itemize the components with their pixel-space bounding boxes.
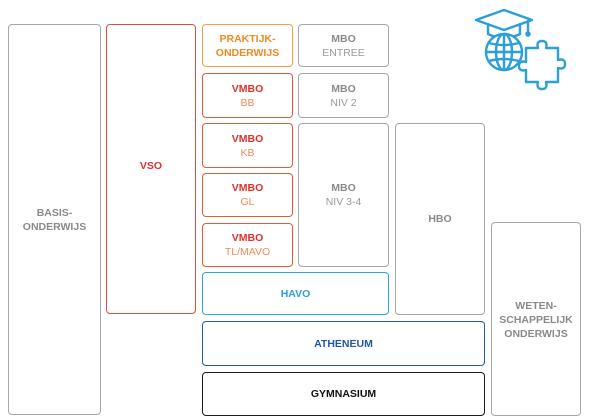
box-sublabel: NIV 3-4 (325, 196, 362, 208)
box-label: SCHAPPELIJK (499, 314, 573, 326)
box-label: MBO (331, 82, 356, 95)
box-atheneum: ATHENEUM (202, 321, 485, 366)
box-sublabel: ENTREE (322, 46, 365, 59)
box-havo: HAVO (202, 272, 389, 315)
box-label: PRAKTIJK- (219, 32, 276, 45)
box-sublabel: NIV 2 (330, 96, 357, 109)
box-vmbo-kb: VMBO KB (202, 123, 293, 168)
box-vso: VSO (106, 24, 196, 314)
box-label: VMBO (231, 82, 264, 95)
box-label: GYMNASIUM (310, 388, 377, 400)
box-label: ONDERWIJS (215, 46, 280, 59)
box-label: ATHENEUM (314, 337, 373, 350)
box-label: ONDERWIJS (22, 220, 87, 233)
box-vmbo-tl-mavo: VMBO TL/MAVO (202, 223, 293, 267)
box-label: BASIS- (36, 206, 73, 219)
box-label: VSO (139, 160, 163, 172)
box-label: VMBO (231, 182, 264, 194)
box-label: VMBO (231, 132, 264, 145)
box-sublabel: KB (240, 146, 255, 159)
box-label: HBO (428, 213, 452, 225)
box-sublabel: TL/MAVO (224, 246, 271, 258)
box-label: HAVO (280, 287, 311, 300)
box-label: VMBO (231, 232, 264, 244)
box-mbo-niv-2: MBO NIV 2 (298, 73, 389, 118)
box-label: WETEN- (515, 300, 557, 312)
box-label: MBO (331, 32, 356, 45)
box-label: MBO (331, 182, 356, 194)
box-hbo: HBO (395, 123, 485, 315)
box-sublabel: BB (240, 96, 255, 109)
box-mbo-entree: MBO ENTREE (298, 24, 389, 67)
box-gymnasium: GYMNASIUM (202, 372, 485, 416)
box-mbo-niv-3-4: MBO NIV 3-4 (298, 123, 389, 267)
box-wetenschappelijk-onderwijs: WETEN- SCHAPPELIJK ONDERWIJS (491, 222, 581, 416)
box-praktijkonderwijs: PRAKTIJK- ONDERWIJS (202, 24, 293, 67)
box-label: ONDERWIJS (504, 328, 568, 340)
box-sublabel: GL (240, 196, 255, 208)
graduation-cap-globe-puzzle-icon (474, 8, 567, 91)
box-vmbo-gl: VMBO GL (202, 173, 293, 217)
box-vmbo-bb: VMBO BB (202, 73, 293, 118)
box-basisonderwijs: BASIS- ONDERWIJS (8, 24, 101, 415)
